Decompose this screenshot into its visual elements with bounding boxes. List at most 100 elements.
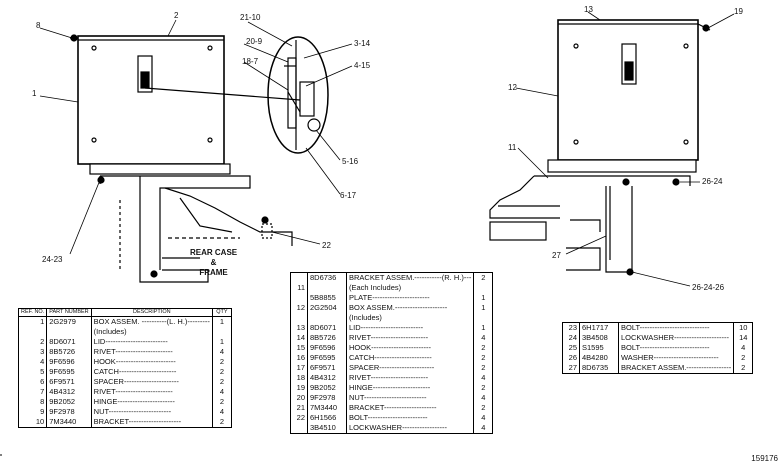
- description-cell: BRACKET ASSEM.-----------(R. H.)---: [346, 272, 475, 283]
- ref-no-cell: 16: [290, 353, 308, 363]
- note-line-3: FRAME: [199, 268, 228, 277]
- qty-cell: 1: [481, 303, 486, 312]
- ref-no-cell: 6: [18, 377, 48, 387]
- qty-cell: [474, 283, 493, 293]
- part-number-cell: 6H1717: [579, 322, 619, 333]
- qty-cell: 2: [481, 383, 486, 392]
- qty-cell: 4: [481, 413, 486, 422]
- ref-no-cell: 4: [18, 357, 48, 367]
- callout-18-7: 18-7: [242, 57, 259, 66]
- plate-number: 159176: [751, 454, 778, 463]
- part-number-cell: 3B4510: [307, 423, 347, 434]
- description-cell: HINGE-----------------------: [91, 397, 213, 407]
- description-cell: BOLT----------------------------: [618, 343, 735, 353]
- part-number-cell: 9F2978: [46, 407, 92, 417]
- qty-cell: 2: [219, 397, 224, 406]
- callout-3-14: 3-14: [354, 39, 371, 48]
- part-number-cell: 9F6595: [46, 367, 92, 377]
- description-cell: BOLT----------------------------: [618, 322, 735, 333]
- ref-no-cell: 14: [290, 333, 308, 343]
- description-cell: BRACKET---------------------: [91, 417, 213, 428]
- description-cell: RIVET-----------------------: [91, 347, 213, 357]
- description-cell: SPACER----------------------: [346, 363, 475, 373]
- part-number-cell: 9F6595: [307, 353, 347, 363]
- ref-no-cell: [290, 293, 308, 303]
- qty-cell: 1: [481, 293, 486, 302]
- description-cell: (Includes): [346, 313, 475, 323]
- qty-cell: 2: [741, 353, 746, 362]
- part-number-cell: 2G2504: [307, 303, 347, 313]
- callout-11: 11: [508, 143, 517, 152]
- part-number-cell: 8D6071: [46, 337, 92, 347]
- part-number-cell: 8D6735: [579, 363, 619, 374]
- description-cell: LOCKWASHER----------------------: [618, 333, 735, 343]
- callout-4-15: 4-15: [354, 61, 371, 70]
- callout-24-23: 24-23: [42, 255, 63, 264]
- qty-cell: 1: [219, 317, 224, 326]
- qty-cell: 4: [481, 393, 486, 402]
- ref-no-cell: 21: [290, 403, 308, 413]
- part-number-cell: 4B4280: [579, 353, 619, 363]
- ref-no-cell: [290, 423, 308, 434]
- part-number-cell: [307, 313, 347, 323]
- part-number-cell: 4B4312: [307, 373, 347, 383]
- callout-26-24: 26-24: [702, 177, 723, 186]
- callout-6-17: 6-17: [340, 191, 357, 200]
- part-number-cell: 8D6736: [307, 272, 347, 283]
- qty-cell: 10: [739, 323, 748, 332]
- ref-no-cell: 10: [18, 417, 48, 428]
- part-number-cell: 9B2052: [307, 383, 347, 393]
- col-qty: QTY: [212, 308, 232, 317]
- qty-cell: 1: [481, 323, 486, 332]
- part-number-cell: 9F6596: [307, 343, 347, 353]
- description-cell: PLATE-----------------------: [346, 293, 475, 303]
- ref-no-cell: 11: [290, 283, 308, 293]
- part-number-cell: 8B5726: [307, 333, 347, 343]
- description-cell: HINGE-----------------------: [346, 383, 475, 393]
- description-cell: RIVET-----------------------: [346, 333, 475, 343]
- part-number-cell: [307, 283, 347, 293]
- description-cell: RIVET-----------------------: [346, 373, 475, 383]
- part-number-cell: 4B4312: [46, 387, 92, 397]
- callout-8: 8: [36, 21, 41, 30]
- note-line-1: REAR CASE: [190, 248, 238, 257]
- qty-cell: 2: [219, 417, 224, 426]
- col-description: DESCRIPTION: [91, 308, 213, 317]
- ref-no-cell: 18: [290, 373, 308, 383]
- description-cell: WASHER--------------------------: [618, 353, 735, 363]
- rear-case-frame-note: REAR CASE & FRAME: [190, 248, 237, 278]
- qty-cell: 2: [481, 343, 486, 352]
- ref-no-cell: 5: [18, 367, 48, 377]
- ref-no-cell: 24: [562, 333, 580, 343]
- part-number-cell: 8B5726: [46, 347, 92, 357]
- qty-cell: 2: [481, 273, 486, 282]
- qty-cell: 2: [219, 367, 224, 376]
- description-cell: NUT-------------------------: [346, 393, 475, 403]
- callout-22: 22: [322, 241, 331, 250]
- ref-no-cell: [18, 327, 48, 337]
- ref-no-cell: 8: [18, 397, 48, 407]
- callout-21-10: 21-10: [240, 13, 261, 22]
- description-cell: BOX ASSEM. ----------(L. H.)---------: [91, 316, 213, 327]
- qty-cell: 2: [481, 363, 486, 372]
- description-cell: LID-------------------------: [91, 337, 213, 347]
- left-battery-box: [70, 34, 301, 175]
- qty-cell: 2: [219, 377, 224, 386]
- description-cell: CATCH-----------------------: [91, 367, 213, 377]
- part-number-cell: [46, 327, 92, 337]
- part-number-cell: 9F2978: [307, 393, 347, 403]
